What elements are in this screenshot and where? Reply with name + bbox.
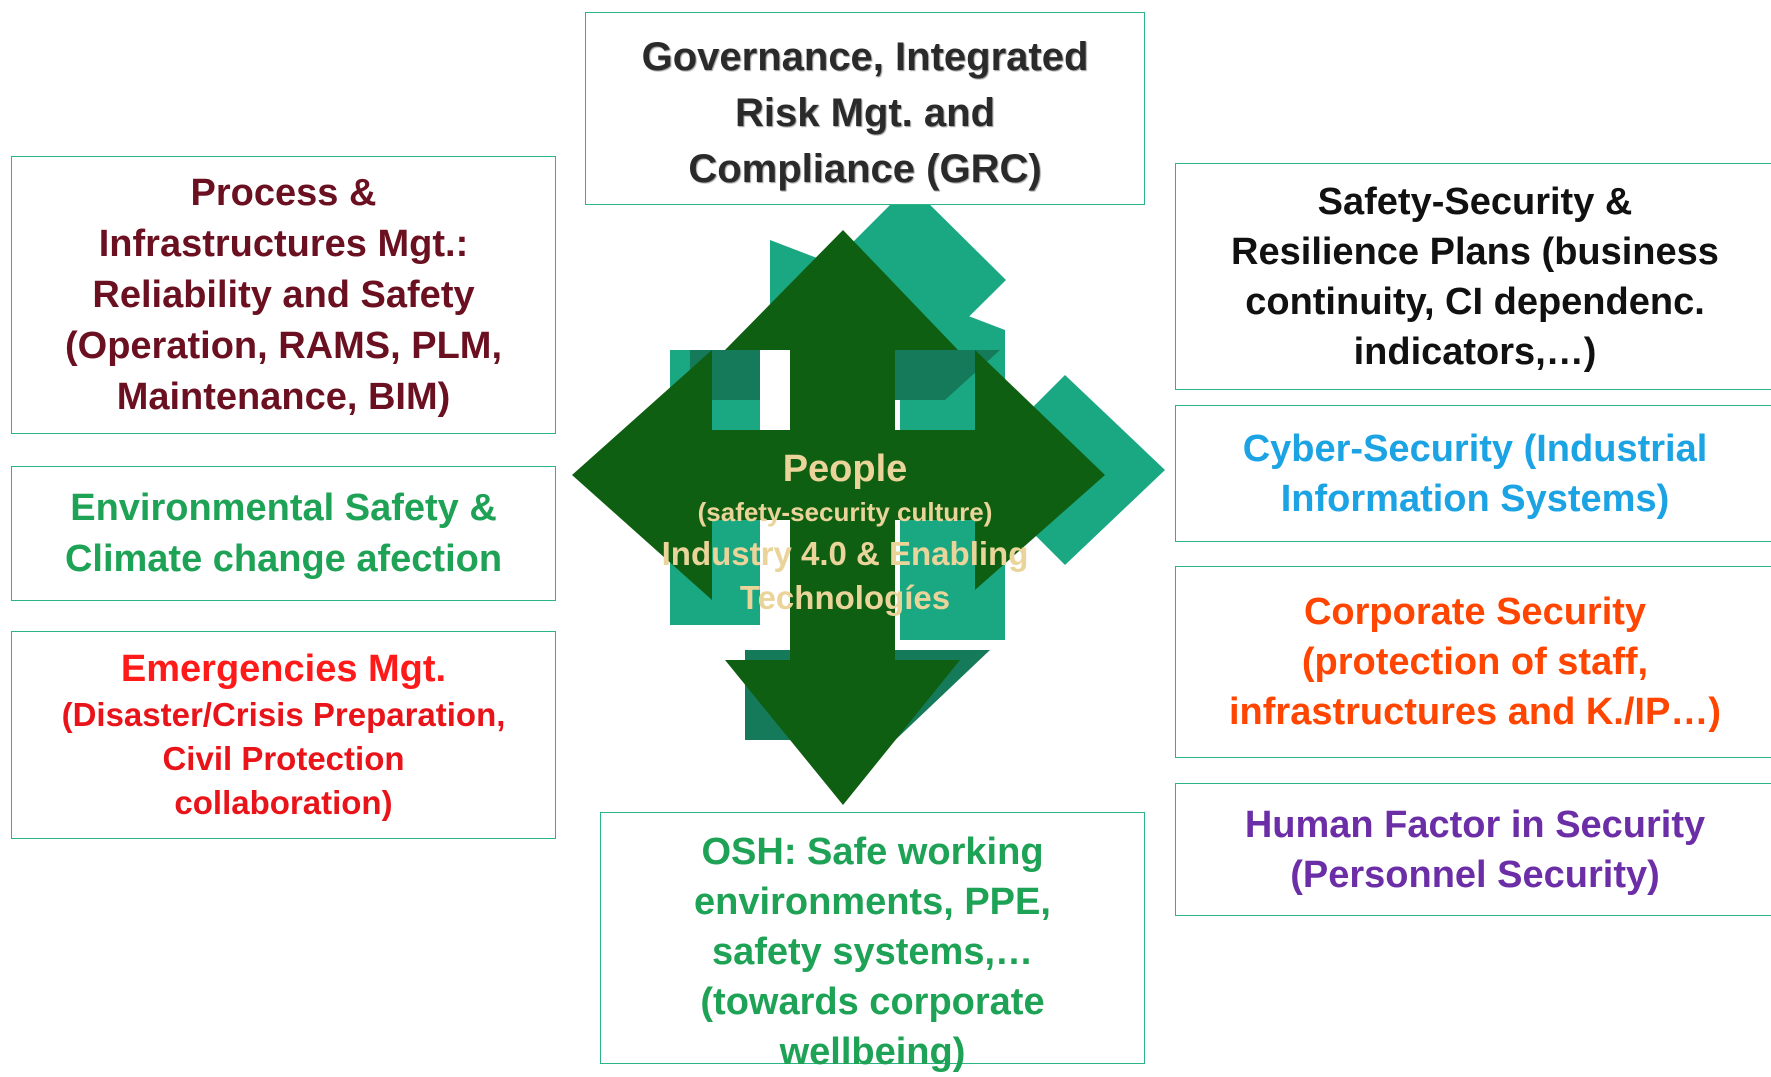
- emergencies-line: collaboration): [174, 784, 393, 821]
- human-factor-box: Human Factor in Security (Personnel Secu…: [1175, 783, 1771, 916]
- process-line: Maintenance, BIM): [116, 375, 451, 418]
- corporate-security-box: Corporate Security (protection of staff,…: [1175, 566, 1771, 758]
- human-line: Human Factor in Security: [1244, 803, 1706, 846]
- corporate-line: (protection of staff,: [1301, 641, 1649, 683]
- grc-line: Governance, Integrated: [641, 35, 1089, 79]
- cyber-security-box: Cyber-Security (Industrial Information S…: [1175, 405, 1771, 542]
- process-line: (Operation, RAMS, PLM,: [65, 324, 502, 367]
- grc-line: Risk Mgt. and: [734, 91, 996, 135]
- center-industry-label: Industry 4.0 & Enabling: [661, 535, 1029, 572]
- process-line: Reliability and Safety: [92, 273, 475, 316]
- osh-line: environments, PPE,: [694, 881, 1051, 923]
- corporate-line: Corporate Security: [1303, 591, 1647, 633]
- process-line: Process &: [190, 171, 377, 214]
- safety-security-line: Resilience Plans (business: [1231, 230, 1719, 273]
- center-culture-label: (safety-security culture): [697, 497, 993, 527]
- process-infrastructures-box: Process & Infrastructures Mgt.: Reliabil…: [11, 156, 556, 434]
- environmental-safety-box: Environmental Safety & Climate change af…: [11, 466, 556, 601]
- grc-line: Compliance (GRC): [688, 147, 1042, 191]
- environmental-line: Environmental Safety &: [70, 486, 497, 529]
- four-way-arrow: [572, 230, 1105, 805]
- corporate-line: infrastructures and K./IP…): [1229, 691, 1721, 733]
- environmental-line: Climate change afection: [64, 537, 503, 580]
- cyber-line: Cyber-Security (Industrial: [1242, 427, 1708, 470]
- osh-line: OSH: Safe working: [701, 831, 1044, 873]
- center-technologies-label: Technologíes: [739, 579, 951, 616]
- emergencies-box: Emergencies Mgt. (Disaster/Crisis Prepar…: [11, 631, 556, 839]
- osh-line: safety systems,…: [711, 931, 1034, 973]
- process-line: Infrastructures Mgt.:: [98, 222, 469, 265]
- safety-security-line: indicators,…): [1353, 330, 1597, 373]
- osh-box: OSH: Safe working environments, PPE, saf…: [600, 812, 1145, 1073]
- safety-security-line: Safety-Security &: [1317, 180, 1633, 223]
- osh-line: wellbeing): [779, 1031, 966, 1073]
- human-line: (Personnel Security): [1290, 853, 1660, 896]
- osh-line: (towards corporate: [700, 981, 1045, 1023]
- safety-security-box: Safety-Security & Resilience Plans (busi…: [1175, 163, 1771, 390]
- center-people-label: People: [782, 448, 908, 490]
- cyber-line: Information Systems): [1280, 477, 1670, 520]
- safety-security-line: continuity, CI dependenc.: [1245, 280, 1705, 323]
- arrow-inner-right-face: [895, 350, 1000, 400]
- emergencies-line: Civil Protection: [162, 740, 405, 777]
- grc-box: Governance, Integrated Risk Mgt. and Com…: [585, 12, 1145, 205]
- emergencies-title: Emergencies Mgt.: [120, 648, 447, 690]
- emergencies-line: (Disaster/Crisis Preparation,: [61, 696, 506, 733]
